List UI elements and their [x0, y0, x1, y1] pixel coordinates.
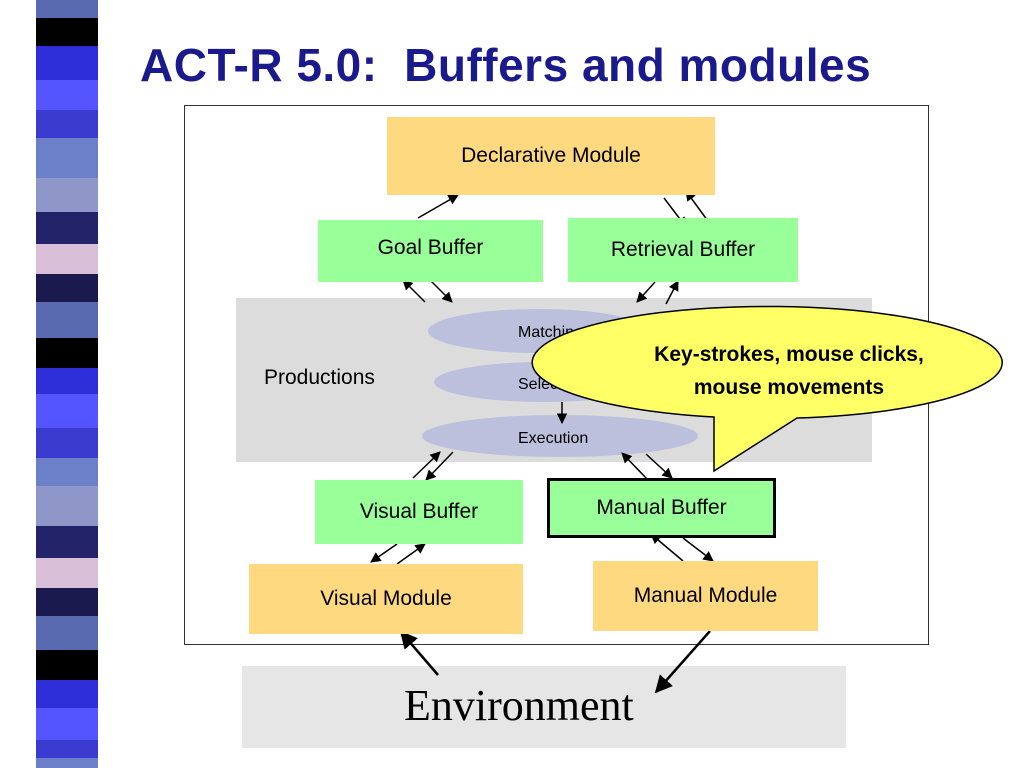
manual-module-label: Manual Module: [633, 584, 778, 607]
decorative-stripe: [36, 0, 98, 768]
manual-module-to-environment-arrow: [654, 630, 711, 694]
manual-buffer-to-productions-arrow: [621, 452, 649, 481]
goal-to-declarative-arrow: [417, 194, 459, 219]
callout-line-1: Key-strokes, mouse clicks,: [654, 343, 924, 366]
callout-line-2: mouse movements: [693, 376, 885, 399]
retrieval-to-productions-arrow: [636, 281, 656, 303]
manual-buffer-label: Manual Buffer: [596, 496, 727, 519]
stripe-segment: [36, 650, 98, 680]
stripe-segment: [36, 526, 98, 558]
manual-module-to-manual-buffer-arrow: [650, 533, 684, 562]
manual-buffer-to-manual-module-arrow: [682, 537, 714, 562]
visual-buffer-label: Visual Buffer: [359, 500, 479, 523]
goal-buffer: Goal Buffer: [318, 220, 543, 282]
environment-panel: [242, 666, 846, 748]
stripe-segment: [36, 486, 98, 526]
environment-to-visual-module-arrow: [399, 630, 439, 676]
stripe-segment: [36, 368, 98, 394]
stripe-segment: [36, 80, 98, 110]
productions-to-manual-buffer-arrow: [645, 453, 673, 479]
stripe-segment: [36, 138, 98, 178]
productions-to-retrieval-arrow: [665, 280, 679, 305]
declarative-module: Declarative Module: [387, 117, 715, 195]
environment-label: Environment: [404, 681, 634, 730]
stripe-segment: [36, 616, 98, 650]
manual-buffer: Manual Buffer: [547, 478, 776, 538]
stripe-segment: [36, 46, 98, 80]
retrieval-buffer-label: Retrieval Buffer: [610, 238, 756, 261]
stripe-segment: [36, 708, 98, 740]
stripe-segment: [36, 680, 98, 708]
stripe-segment: [36, 588, 98, 616]
declarative-module-label: Declarative Module: [461, 144, 641, 167]
stripe-segment: [36, 110, 98, 138]
stripe-segment: [36, 18, 98, 46]
stripe-segment: [36, 338, 98, 368]
stripe-segment: [36, 740, 98, 758]
stripe-segment: [36, 212, 98, 244]
stripe-segment: [36, 428, 98, 458]
stripe-segment: [36, 758, 98, 768]
slide-title: ACT-R 5.0: Buffers and modules: [140, 39, 872, 91]
retrieval-buffer: Retrieval Buffer: [568, 218, 798, 282]
visual-module-label: Visual Module: [320, 587, 452, 610]
stripe-segment: [36, 0, 98, 18]
productions-to-visual-buffer-arrow: [425, 451, 454, 481]
stripe-segment: [36, 458, 98, 486]
stripe-segment: [36, 302, 98, 338]
visual-module: Visual Module: [249, 564, 523, 634]
stripe-segment: [36, 558, 98, 588]
manual-module: Manual Module: [593, 561, 818, 631]
stripe-segment: [36, 274, 98, 302]
visual-buffer-to-visual-module-arrow: [370, 543, 398, 563]
stripe-segment: [36, 244, 98, 274]
visual-module-to-visual-buffer-arrow: [396, 543, 426, 565]
stripe-segment: [36, 178, 98, 212]
visual-buffer: Visual Buffer: [315, 480, 523, 544]
goal-buffer-label: Goal Buffer: [377, 236, 484, 259]
stage-label-execution: Execution: [518, 430, 588, 447]
execution-ellipse: [422, 415, 698, 457]
productions-to-goal-arrow: [402, 279, 426, 303]
stripe-segment: [36, 394, 98, 428]
callout-bubble: [531, 305, 1003, 473]
goal-to-productions-arrow: [429, 279, 453, 303]
visual-buffer-to-productions-arrow: [412, 451, 441, 479]
callout-text: Key-strokes, mouse clicks, mouse movemen…: [590, 338, 988, 404]
productions-label: Productions: [264, 366, 375, 389]
